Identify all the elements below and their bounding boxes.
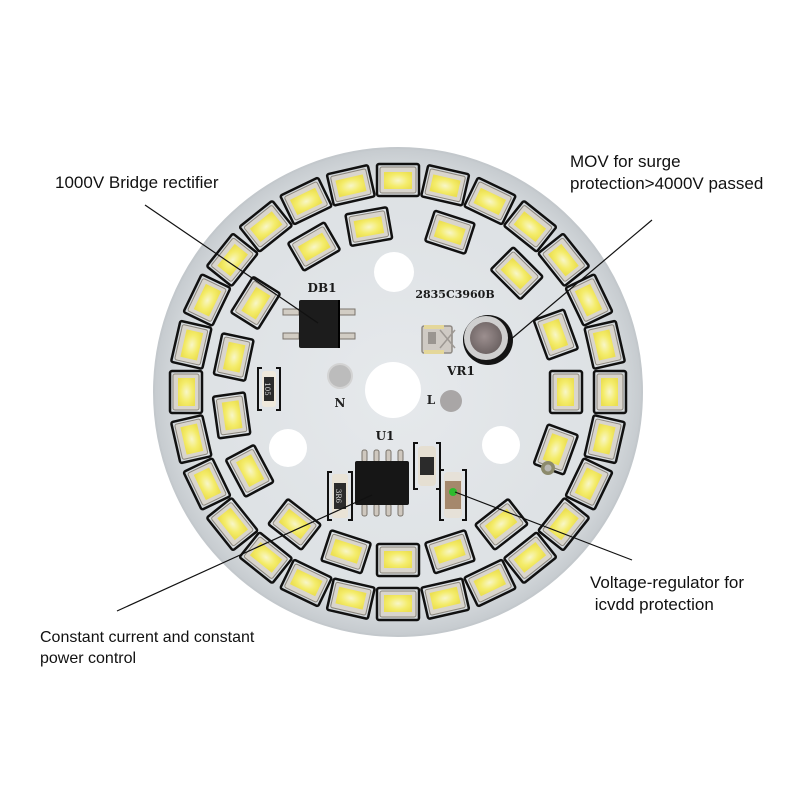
voltage-regulator-component <box>439 469 467 521</box>
db1-label: DB1 <box>308 281 337 295</box>
annotation-bridge-rectifier: 1000V Bridge rectifier <box>55 173 219 192</box>
led-chip <box>583 414 626 465</box>
led-chip <box>424 529 476 575</box>
led-chip <box>537 497 590 552</box>
led-chip <box>375 162 421 198</box>
led-chip <box>182 457 232 511</box>
led-chip <box>583 319 626 370</box>
model-silkscreen: 2835C3960B <box>415 288 494 301</box>
led-chip <box>490 246 544 300</box>
led-chip <box>238 200 293 253</box>
mov-varistor <box>421 315 513 365</box>
led-chip <box>537 232 590 287</box>
led-chip <box>325 164 376 207</box>
led-chip <box>564 457 614 511</box>
led-chip <box>420 164 471 207</box>
led-chip <box>206 232 259 287</box>
smd-component-upper <box>413 442 441 490</box>
led-chip <box>532 308 579 361</box>
led-chip <box>287 221 341 272</box>
led-chip <box>212 332 255 382</box>
led-chip <box>503 200 558 253</box>
led-chip <box>267 498 322 551</box>
indicator-green-dot <box>449 488 457 496</box>
led-chip <box>182 273 232 327</box>
leader-mov <box>509 219 653 341</box>
led-ring-outer <box>168 162 628 622</box>
led-chip <box>170 319 213 370</box>
control-ic-u1 <box>355 449 409 517</box>
resistor-105: 105 <box>257 367 281 411</box>
led-chip <box>279 558 333 608</box>
bridge-rectifier-chip <box>282 300 356 348</box>
led-chip <box>375 542 421 578</box>
live-label: L <box>427 393 436 407</box>
led-chip <box>424 209 476 255</box>
test-point-center <box>544 464 552 472</box>
annotation-voltage-regulator: Voltage-regulator for icvdd protection <box>590 573 745 614</box>
led-chip <box>463 558 517 608</box>
neutral-pad <box>327 363 353 389</box>
led-chip <box>564 273 614 327</box>
annotation-mov: MOV for surge protection>4000V passed <box>570 152 764 193</box>
led-chip <box>206 497 259 552</box>
led-chip <box>503 531 558 584</box>
led-chip <box>325 577 376 620</box>
resistor-3r6: 3R6 <box>327 471 353 521</box>
led-ring-inner <box>211 206 584 578</box>
led-chip <box>238 531 293 584</box>
led-chip <box>592 369 628 415</box>
annotation-constant-current: Constant current and constant power cont… <box>40 629 255 667</box>
led-chip <box>463 176 517 226</box>
leader-voltage-regulator <box>454 491 633 561</box>
led-chip <box>170 414 213 465</box>
led-chip <box>225 444 275 498</box>
led-chip <box>375 586 421 622</box>
mounting-hole-top <box>374 252 414 292</box>
mounting-hole-right <box>482 426 520 464</box>
vr1-label: VR1 <box>446 364 475 378</box>
leader-lines <box>116 204 653 612</box>
led-chip <box>279 176 333 226</box>
led-chip <box>320 529 372 575</box>
led-chip <box>211 391 252 440</box>
mounting-hole-left <box>269 429 307 467</box>
leader-bridge-rectifier <box>144 204 319 324</box>
led-chip <box>548 369 584 415</box>
svg-text:3R6: 3R6 <box>334 489 342 504</box>
led-chip <box>230 276 281 330</box>
led-chip <box>420 577 471 620</box>
led-chip <box>168 369 204 415</box>
svg-text:105: 105 <box>263 382 271 395</box>
led-chip <box>344 206 394 247</box>
u1-label: U1 <box>376 429 395 443</box>
leader-constant-current <box>116 494 373 612</box>
neutral-label: N <box>335 396 346 410</box>
mounting-hole-center <box>365 362 421 418</box>
live-pad <box>440 390 462 412</box>
